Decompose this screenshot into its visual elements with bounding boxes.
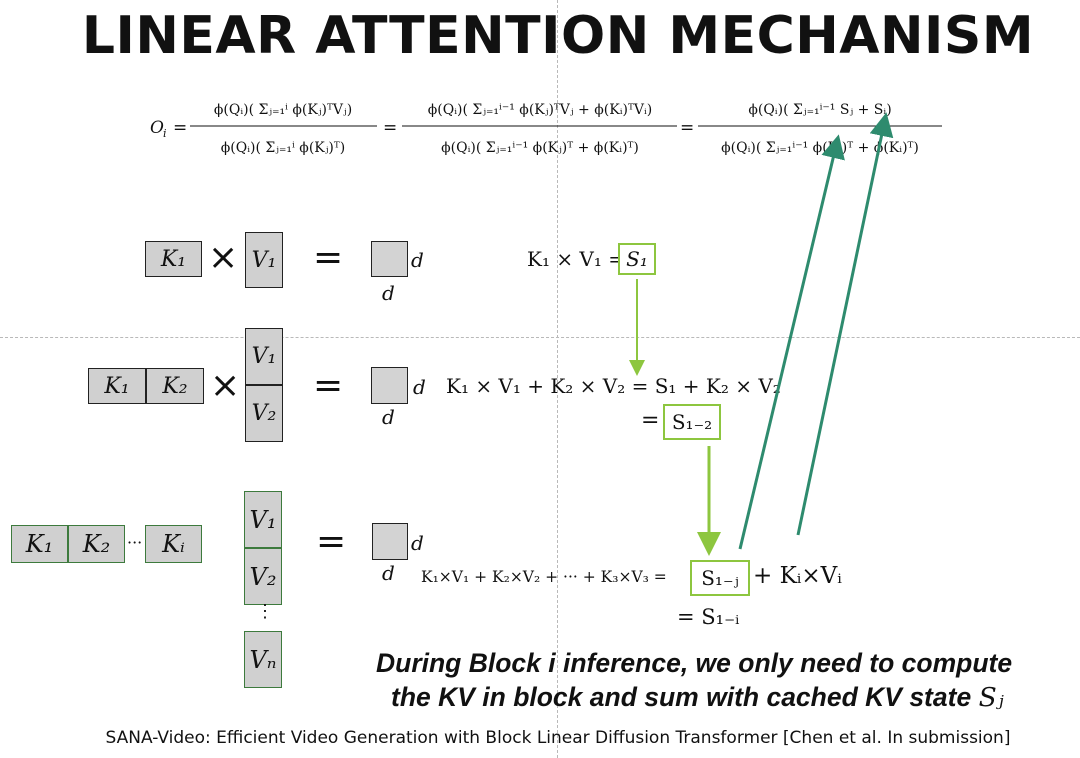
state-box-s1-2: S₁₋₂ [663,404,721,440]
v1-box-row3: V₁ [244,491,282,548]
formula-equals-1: = [173,118,187,138]
d-below-label-row1: d [382,281,395,305]
times-sign-row2: × [210,365,241,406]
d-below-label-row3: d [382,561,395,585]
equals-sign-row1: = [313,237,344,278]
equation-row3: K₁×V₁ + K₂×V₂ + ··· + K₃×V₃ = [421,568,667,586]
equals-sign-row3: = [316,521,347,562]
note-state-symbol: Sⱼ [978,682,1004,713]
k-dots-row3: ··· [127,533,143,552]
attention-formula: O i = ϕ(Qᵢ)( Σⱼ₌₁ⁱ ϕ(Kⱼ)ᵀVⱼ) ϕ(Qᵢ)( Σⱼ₌₁… [150,102,942,156]
state-box-s1: S₁ [618,243,656,275]
note-line-2: the KV in block and sum with cached KV s… [391,684,1004,712]
v-dots-row3: ⋮ [256,601,274,622]
dxd-square-row3 [372,523,408,560]
v2-box-row3: V₂ [244,548,282,605]
equals-sign-row2: = [313,365,344,406]
d-below-label-row2: d [382,405,395,429]
vertical-guide-line [557,0,558,758]
dxd-square-row2 [371,367,408,404]
frac3-denominator: ϕ(Qᵢ)( Σⱼ₌₁ⁱ⁻¹ ϕ(Kⱼ)ᵀ + ϕ(Kᵢ)ᵀ) [721,140,919,156]
k2-box-row3: K₂ [68,525,125,563]
d-right-label-row2: d [413,375,426,399]
frac1-denominator: ϕ(Qᵢ)( Σⱼ₌₁ⁱ ϕ(Kⱼ)ᵀ) [221,140,346,156]
v1-box-row1: V₁ [245,232,283,288]
k2-box-row2: K₂ [146,368,204,404]
frac2-denominator: ϕ(Qᵢ)( Σⱼ₌₁ⁱ⁻¹ ϕ(Kⱼ)ᵀ + ϕ(Kᵢ)ᵀ) [441,140,639,156]
ki-box-row3: Kᵢ [145,525,202,563]
d-right-label-row1: d [411,248,424,272]
d-right-label-row3: d [411,531,424,555]
formula-equals-2: = [383,118,397,138]
equation-row3-suffix: + Kᵢ×Vᵢ [753,563,842,589]
state-box-s1-j: S₁₋ⱼ [690,560,750,596]
note-line-1: During Block i inference, we only need t… [376,648,1013,678]
citation: SANA-Video: Efficient Video Generation w… [105,728,1011,748]
vn-box-row3: Vₙ [244,631,282,688]
horizontal-guide-line [0,337,1080,338]
arrow-si-to-formula [796,112,894,536]
note-line-2-text: the KV in block and sum with cached KV s… [391,682,972,712]
equation-row2: K₁ × V₁ + K₂ × V₂ = S₁ + K₂ × V₂ [446,374,781,398]
equals-prefix-row2: = [641,408,660,433]
k1-box-row2: K₁ [88,368,146,404]
v1-box-row2: V₁ [245,328,283,385]
frac1-numerator: ϕ(Qᵢ)( Σⱼ₌₁ⁱ ϕ(Kⱼ)ᵀVⱼ) [214,102,352,118]
k1-box-row3: K₁ [11,525,68,563]
equation-row3-result: = S₁₋ᵢ [677,605,740,629]
arrow-sj-to-formula [738,134,845,550]
dxd-square-row1 [371,241,408,277]
formula-lhs-sub: i [163,127,167,140]
k1-box-row1: K₁ [145,241,202,277]
v2-box-row2: V₂ [245,385,283,442]
frac3-numerator: ϕ(Qᵢ)( Σⱼ₌₁ⁱ⁻¹ Sⱼ + Sᵢ) [748,102,891,118]
times-sign-row1: × [208,237,239,278]
frac2-numerator: ϕ(Qᵢ)( Σⱼ₌₁ⁱ⁻¹ ϕ(Kⱼ)ᵀVⱼ + ϕ(Kᵢ)ᵀVᵢ) [428,102,653,118]
formula-lhs: O [150,118,164,138]
formula-equals-3: = [680,118,694,138]
equation-row1: K₁ × V₁ = [527,247,626,271]
slide-title: LINEAR ATTENTION MECHANISM [81,6,1035,66]
